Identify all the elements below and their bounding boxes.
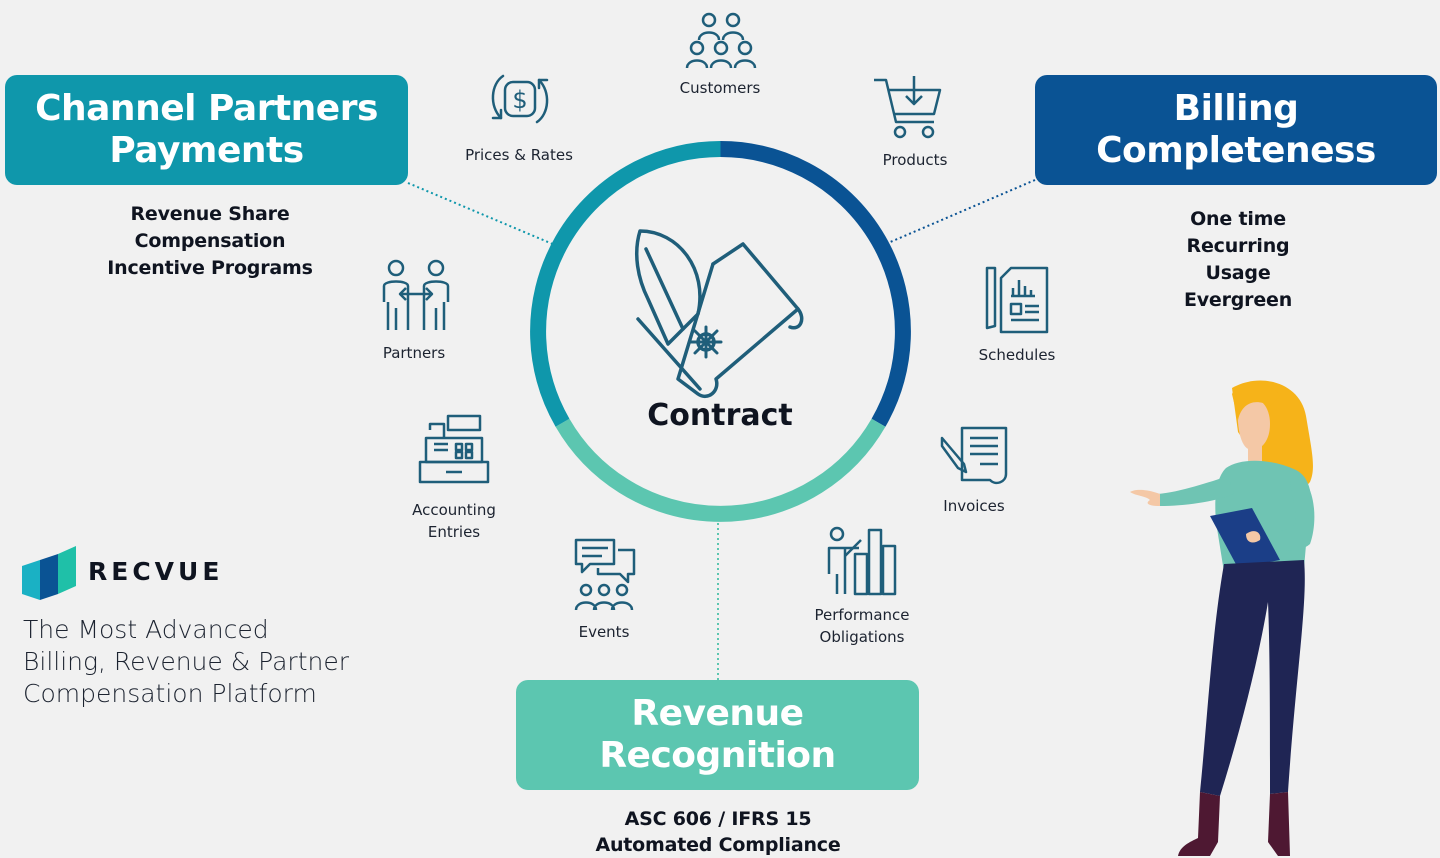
cash-register-icon xyxy=(418,414,490,484)
events-text: Events xyxy=(578,623,630,641)
contract-label: Contract xyxy=(647,398,793,433)
performance-text-2: Obligations xyxy=(819,628,905,646)
presenter-illustration xyxy=(1130,380,1315,856)
accounting-label: Accounting Entries xyxy=(384,499,524,543)
partners-icon xyxy=(382,259,450,330)
accounting-text-2: Entries xyxy=(427,523,481,541)
billing-title-1: Billing xyxy=(1173,88,1299,129)
prices-rates-text: Prices & Rates xyxy=(465,146,573,164)
schedules-label: Schedules xyxy=(947,344,1087,366)
revenue-title-2: Recognition xyxy=(599,735,836,776)
contract-icon xyxy=(634,229,804,399)
channel-partners-box: Channel Partners Payments xyxy=(5,75,408,185)
channel-sub-item: Revenue Share xyxy=(130,203,290,225)
contract-ring xyxy=(530,141,911,522)
billing-sub-item: Evergreen xyxy=(1183,289,1293,311)
revenue-title-1: Revenue xyxy=(631,693,804,734)
revenue-sub-item: Automated Compliance xyxy=(595,834,841,856)
billing-completeness-box: Billing Completeness xyxy=(1035,75,1437,185)
invoices-label: Invoices xyxy=(904,495,1044,517)
svg-text:$: $ xyxy=(512,86,527,114)
invoices-text: Invoices xyxy=(943,497,1005,515)
events-icon xyxy=(574,538,636,611)
channel-sub-item: Incentive Programs xyxy=(107,257,313,279)
performance-label: Performance Obligations xyxy=(792,604,932,648)
billing-sub-item: Recurring xyxy=(1186,235,1290,257)
recvue-logo-text: RECVUE xyxy=(88,557,224,586)
prices-rates-label: Prices & Rates xyxy=(449,144,589,166)
customers-icon xyxy=(685,12,757,69)
performance-chart-icon xyxy=(827,526,897,596)
channel-sub-item: Compensation xyxy=(134,230,286,252)
billing-sub-item: One time xyxy=(1190,208,1286,230)
schedules-text: Schedules xyxy=(978,346,1056,364)
channel-partners-title-1: Channel Partners xyxy=(35,88,378,129)
customers-label: Customers xyxy=(650,77,790,99)
partners-text: Partners xyxy=(382,344,446,362)
partners-label: Partners xyxy=(344,342,484,364)
schedules-icon xyxy=(985,266,1049,334)
revenue-list: ASC 606 / IFRS 15 Automated Compliance xyxy=(558,806,878,858)
tagline-line: Compensation Platform xyxy=(23,679,317,708)
recvue-logo-icon xyxy=(22,546,76,600)
products-label: Products xyxy=(845,149,985,171)
tagline: The Most Advanced Billing, Revenue & Par… xyxy=(23,614,349,710)
performance-text-1: Performance xyxy=(814,606,910,624)
billing-title-2: Completeness xyxy=(1096,130,1376,171)
tagline-line: The Most Advanced xyxy=(23,615,269,644)
shopping-cart-icon xyxy=(874,76,942,139)
customers-text: Customers xyxy=(679,79,761,97)
billing-list: One time Recurring Usage Evergreen xyxy=(1138,206,1338,314)
accounting-text-1: Accounting xyxy=(412,501,496,519)
revenue-recognition-box: Revenue Recognition xyxy=(516,680,919,790)
channel-partners-title-2: Payments xyxy=(109,130,304,171)
events-label: Events xyxy=(534,621,674,643)
revenue-sub-item: ASC 606 / IFRS 15 xyxy=(624,808,812,830)
products-text: Products xyxy=(882,151,948,169)
billing-sub-item: Usage xyxy=(1205,262,1271,284)
tagline-line: Billing, Revenue & Partner xyxy=(23,647,350,676)
prices-rates-icon: $ xyxy=(491,74,549,124)
channel-partners-list: Revenue Share Compensation Incentive Pro… xyxy=(60,201,360,282)
invoice-icon xyxy=(940,426,1008,485)
